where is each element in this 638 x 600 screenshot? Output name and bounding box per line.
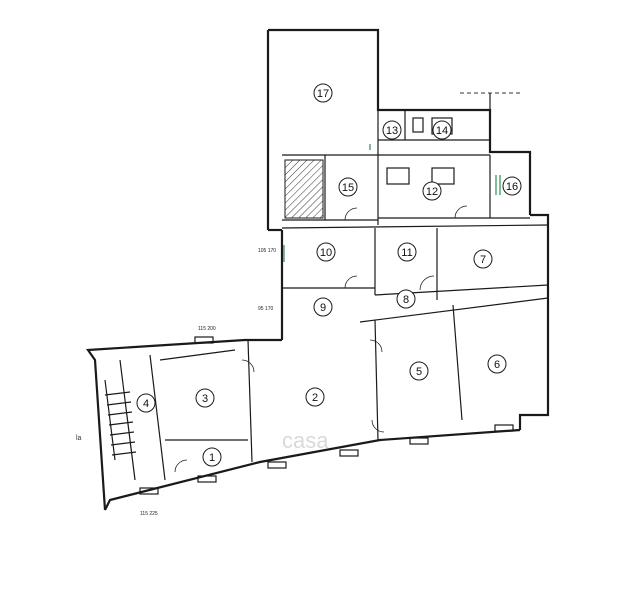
hatched-area [284,159,324,219]
room-17-label: 17 [313,83,333,103]
watermark-text: casa [282,428,329,453]
room-labels: 17 13 14 15 12 16 10 11 7 9 8 3 4 2 5 6 … [136,83,522,467]
room-8-label: 8 [396,289,416,309]
svg-text:5: 5 [416,366,422,378]
room-6-label: 6 [487,354,507,374]
svg-text:8: 8 [403,294,409,306]
dim-bottom: 115 225 [140,511,158,517]
staircase [104,379,137,461]
room-9-label: 9 [313,297,333,317]
doors [174,144,501,473]
svg-text:6: 6 [494,359,500,371]
svg-text:7: 7 [480,254,486,266]
room-5-label: 5 [409,361,429,381]
room-1-label: 1 [202,447,222,467]
svg-text:12: 12 [426,186,438,198]
dim-top-3: 115 200 [198,326,216,332]
room-12-label: 12 [422,181,442,201]
room-3-label: 3 [195,388,215,408]
room-16-label: 16 [502,176,522,196]
room-4-label: 4 [136,393,156,413]
outer-walls [85,28,550,511]
room-2-label: 2 [305,387,325,407]
windows [139,336,514,495]
svg-text:11: 11 [401,247,412,259]
room-10-label: 10 [316,242,336,262]
svg-text:17: 17 [317,88,329,100]
svg-text:15: 15 [342,182,354,194]
svg-text:9: 9 [320,302,326,314]
room-11-label: 11 [397,242,417,262]
room-13-label: 13 [382,120,402,140]
dimension-labels: 105 170 95 170 115 200 115 225 [140,248,276,517]
room-15-label: 15 [338,177,358,197]
edge-label: la [76,435,82,442]
svg-text:13: 13 [386,125,398,137]
inner-walls [104,110,549,481]
svg-text:10: 10 [320,247,332,259]
svg-text:3: 3 [202,393,208,405]
dim-room-9: 95 170 [258,306,274,312]
svg-text:1: 1 [209,452,215,464]
room-7-label: 7 [473,249,493,269]
svg-text:14: 14 [436,125,448,137]
dim-room-10: 105 170 [258,248,276,254]
svg-text:16: 16 [506,181,518,193]
svg-text:4: 4 [143,398,149,410]
room-14-label: 14 [432,120,452,140]
svg-text:2: 2 [312,392,318,404]
